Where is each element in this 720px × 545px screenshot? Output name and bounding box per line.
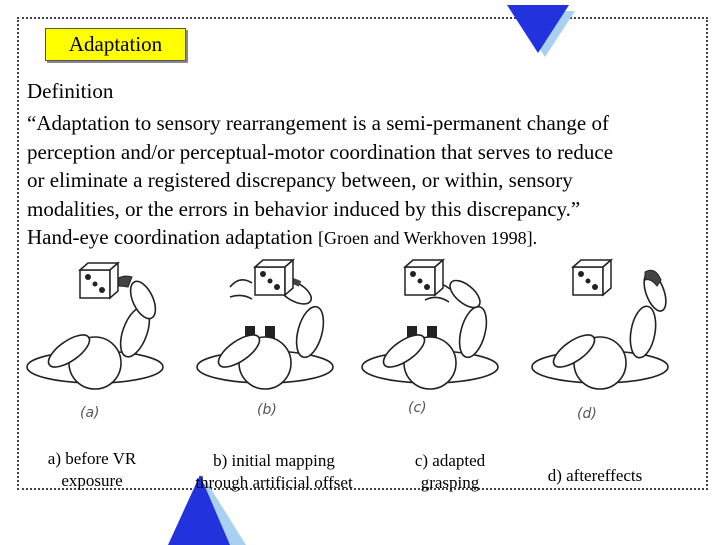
slide-title: Adaptation — [45, 28, 186, 61]
panel-b: (b) — [197, 260, 333, 418]
body-line: modalities, or the errors in behavior in… — [27, 195, 707, 224]
body-line: perception and/or perceptual-motor coord… — [27, 138, 707, 167]
panel-a: (a) — [27, 263, 163, 421]
panel-letter-a: (a) — [80, 405, 100, 421]
caption-b-line1: b) initial mapping — [176, 450, 372, 472]
down-triangle-icon — [505, 5, 575, 57]
panel-letter-d: (d) — [577, 406, 597, 422]
caption-a-line1: a) before VR — [32, 448, 152, 470]
caption-a-line2: exposure — [32, 470, 152, 492]
definition-heading: Definition — [27, 79, 113, 104]
citation: [Groen and Werkhoven 1998]. — [318, 228, 537, 248]
body-line: “Adaptation to sensory rearrangement is … — [27, 109, 707, 138]
panel-letter-b: (b) — [257, 402, 277, 418]
panel-d: (d) — [532, 260, 670, 422]
caption-a: a) before VR exposure — [32, 448, 152, 492]
caption-d-line1: d) aftereffects — [525, 465, 665, 487]
caption-b: b) initial mapping through artificial of… — [176, 450, 372, 494]
panel-letter-c: (c) — [408, 400, 427, 416]
panel-c: (c) — [362, 260, 498, 416]
adaptation-figure: (a) (b) (c) (d) — [25, 252, 695, 427]
body-line: or eliminate a registered discrepancy be… — [27, 166, 707, 195]
caption-c-line2: grasping — [390, 472, 510, 494]
caption-c: c) adapted grasping — [390, 450, 510, 494]
body-line-last: Hand-eye coordination adaptation [Groen … — [27, 223, 707, 253]
hand-eye-text: Hand-eye coordination adaptation — [27, 225, 313, 249]
caption-b-line2: through artificial offset — [176, 472, 372, 494]
caption-c-line1: c) adapted — [390, 450, 510, 472]
caption-d: d) aftereffects — [525, 465, 665, 487]
definition-text: “Adaptation to sensory rearrangement is … — [27, 109, 707, 253]
